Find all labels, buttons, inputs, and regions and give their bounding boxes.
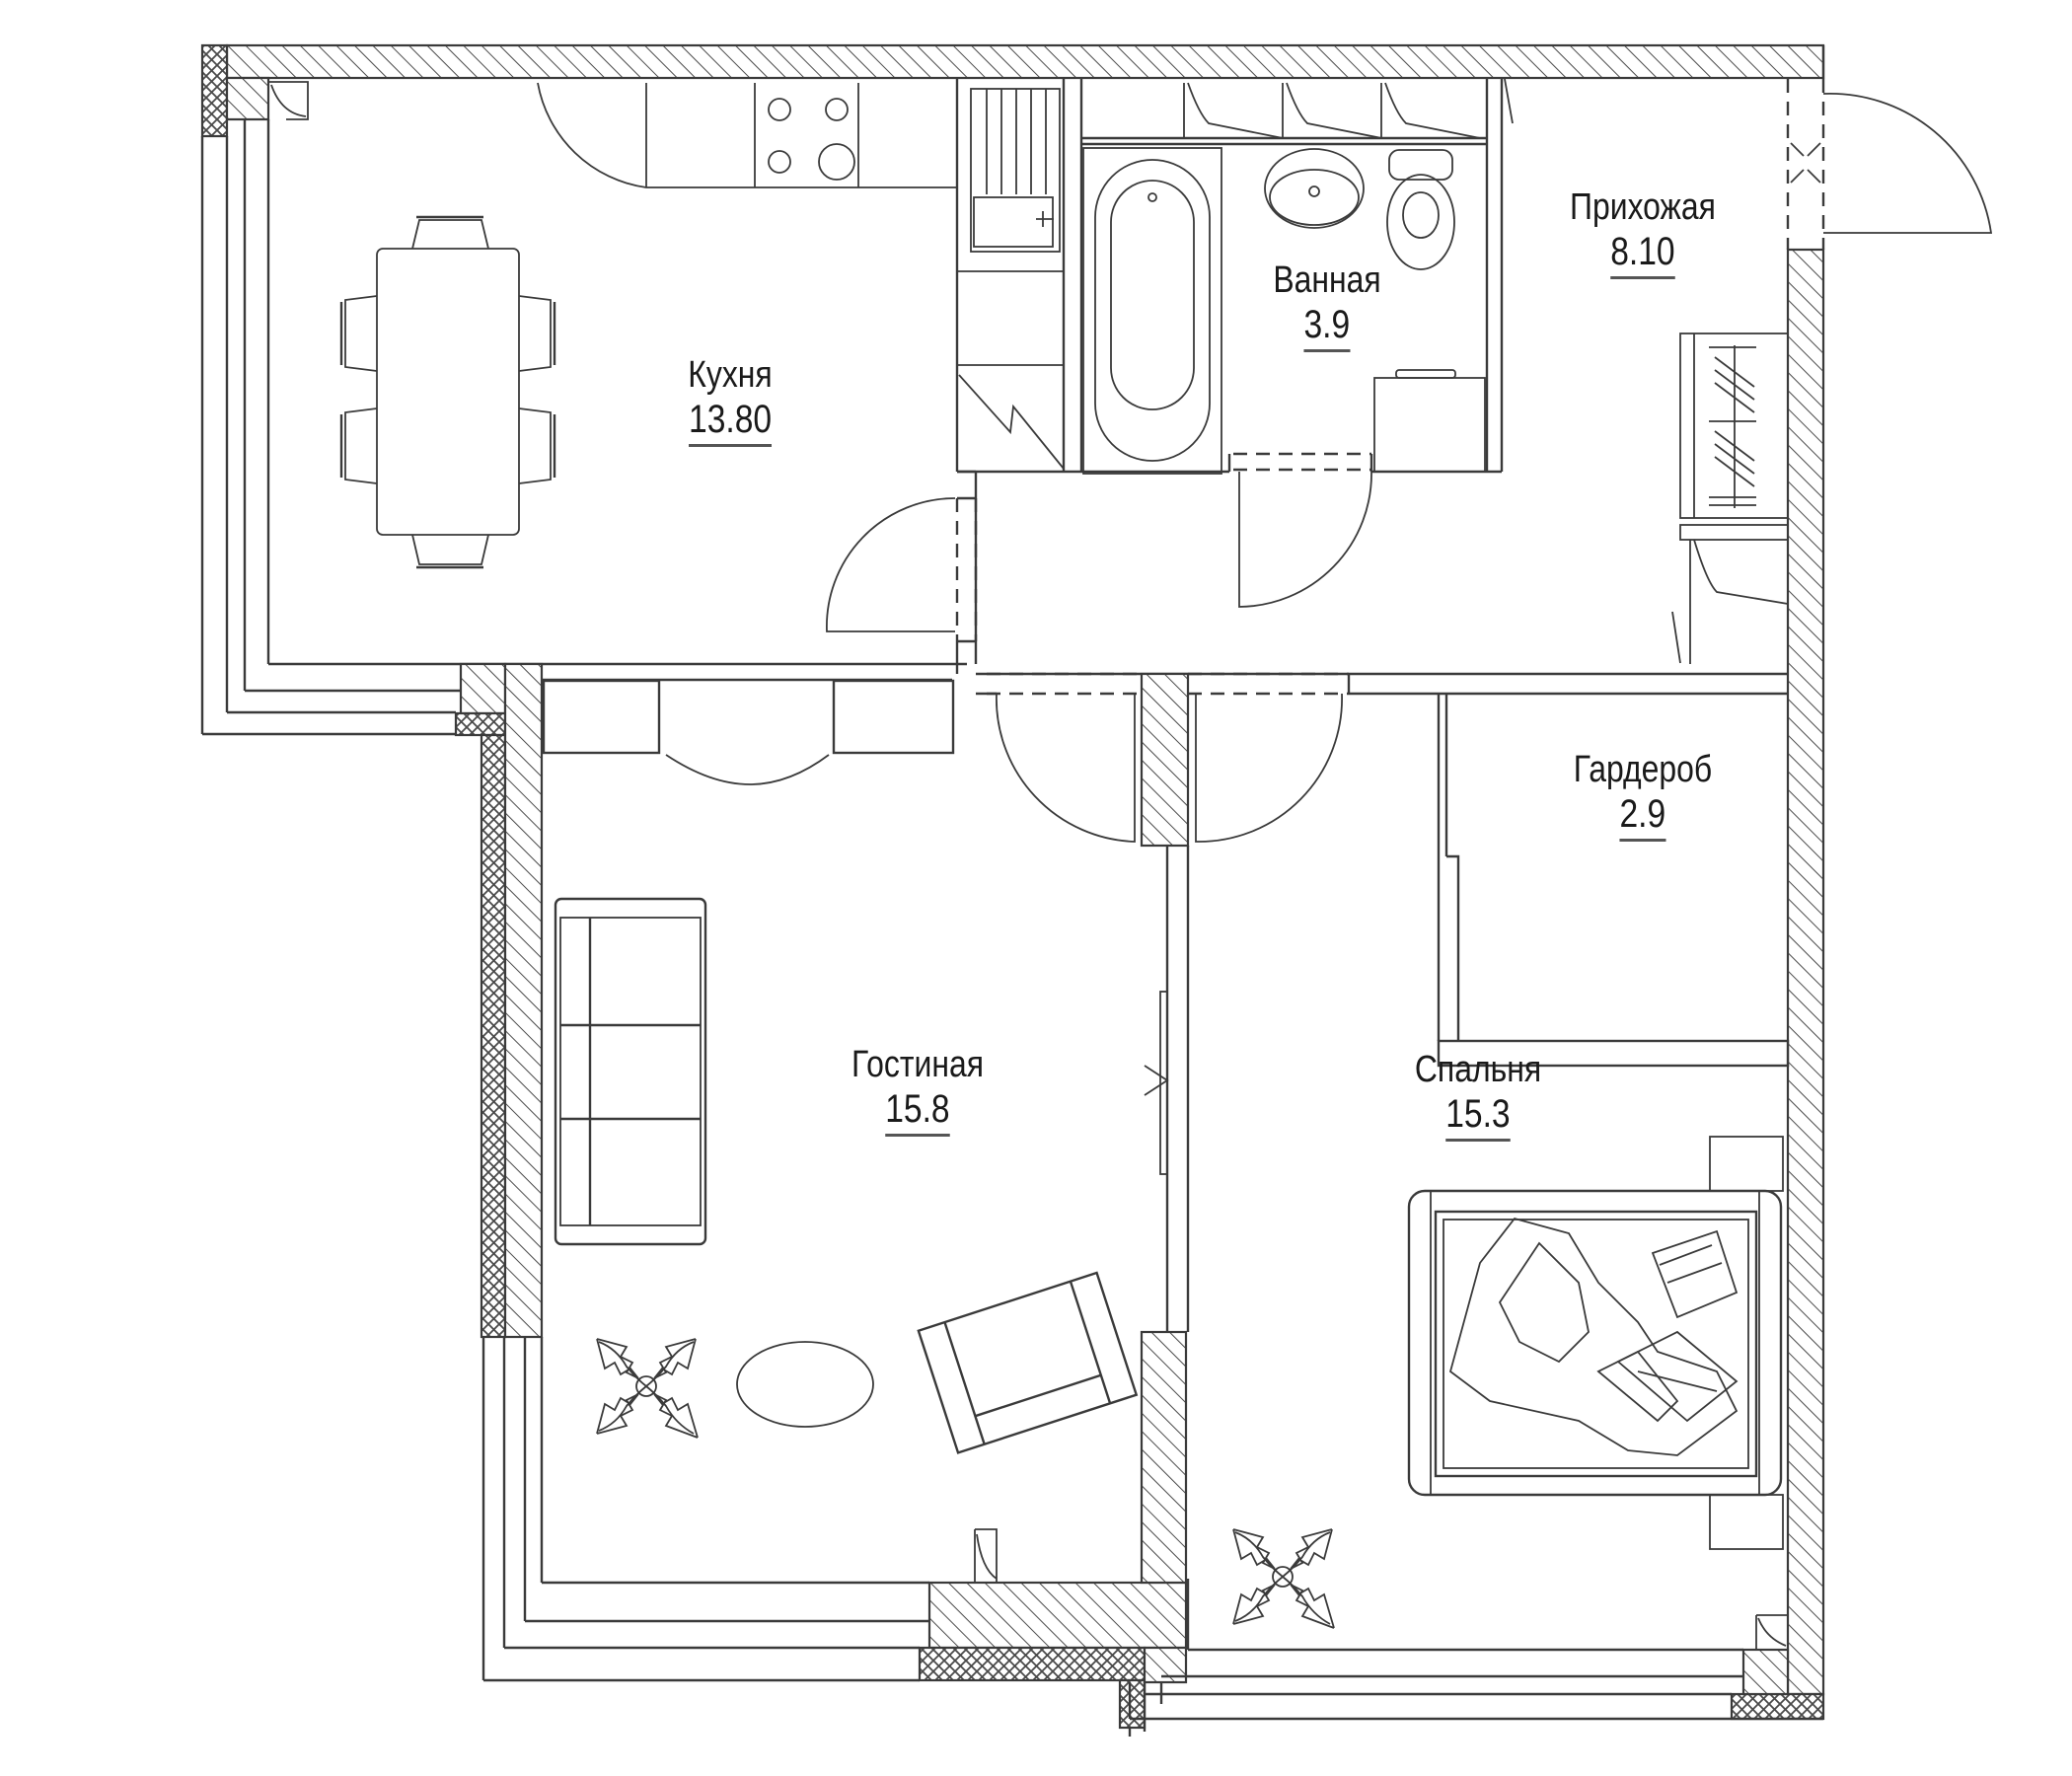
kitchen-furniture <box>339 82 1065 569</box>
room-area: 13.80 <box>688 397 773 447</box>
hallway-furniture <box>1671 333 1789 664</box>
room-area: 3.9 <box>1303 302 1351 352</box>
room-label-bedroom: Спальня 15.3 <box>1369 1048 1587 1142</box>
living-room-furniture <box>542 679 1139 1454</box>
room-name: Ванная <box>1273 259 1381 301</box>
doors <box>268 79 1993 1650</box>
room-label-wardrobe: Гардероб 2.9 <box>1534 748 1751 842</box>
plant-icon <box>1232 1528 1335 1629</box>
room-name: Спальня <box>1414 1049 1542 1090</box>
room-area: 15.8 <box>885 1086 950 1137</box>
room-label-bathroom: Ванная 3.9 <box>1228 259 1426 352</box>
room-name: Гостиная <box>851 1044 984 1085</box>
room-area: 15.3 <box>1445 1091 1511 1142</box>
room-label-living-room: Гостиная 15.8 <box>809 1043 1026 1137</box>
room-label-hallway: Прихожая 8.10 <box>1534 185 1751 279</box>
room-name: Кухня <box>688 354 773 396</box>
plant-icon <box>596 1338 699 1439</box>
interior-walls <box>542 78 1790 1332</box>
room-name: Прихожая <box>1570 186 1716 228</box>
bathroom-furniture <box>1082 78 1514 475</box>
room-name: Гардероб <box>1573 749 1713 790</box>
room-area: 2.9 <box>1619 791 1666 842</box>
outer-walls <box>200 43 1825 1737</box>
room-area: 8.10 <box>1610 229 1675 279</box>
bedroom-furniture <box>1407 1136 1784 1550</box>
room-label-kitchen: Кухня 13.80 <box>631 353 829 447</box>
